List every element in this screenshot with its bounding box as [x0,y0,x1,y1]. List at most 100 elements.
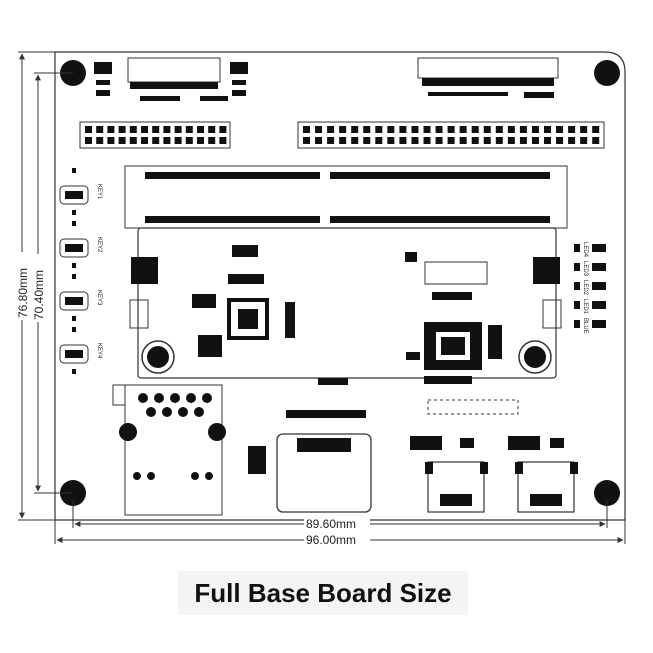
header-pin [459,137,467,144]
led-resistor [574,320,580,328]
board-outline [54,51,626,521]
header-pin [315,126,323,133]
key-pad [72,316,76,321]
header-pin [483,126,491,133]
key-switch-cap [65,350,83,358]
header-pin [423,126,431,133]
header-pin [363,137,371,144]
header-pin [556,137,564,144]
top-left-connector [94,57,248,101]
header-pin [387,137,395,144]
header-pin [531,126,539,133]
rj45-pin [178,407,188,417]
header-pin [85,137,92,144]
key-label: KEY1 [96,184,102,200]
header-pin [152,137,160,144]
key-switch [59,344,89,364]
header-pin [85,126,92,133]
key-label: KEY4 [96,343,102,359]
header-pin [141,126,148,133]
led [592,282,606,290]
pin-header-left [79,121,231,149]
header-pin [580,137,588,144]
ethernet-jack [112,384,226,516]
header-pin [185,137,193,144]
header-pin [483,137,491,144]
header-pin [519,137,527,144]
header-pin [592,137,600,144]
header-pin [152,126,160,133]
header-pin [363,126,371,133]
key-switch-cap [65,244,83,252]
led-label: BLUE [582,318,588,334]
rj45-pin [202,393,212,403]
header-pin [375,126,383,133]
rj45-pin [138,393,148,403]
header-pin [163,126,171,133]
led-label: LED2 [582,280,588,296]
header-pin [303,137,310,144]
header-pin [174,137,182,144]
header-pin [197,126,204,133]
dimension-lines [18,51,626,544]
header-pin [174,126,182,133]
key-pad [72,263,76,268]
pin-header-right [297,121,605,149]
module-components [192,245,502,384]
rj45-pin [186,393,196,403]
header-pin [399,137,407,144]
dim-width-inner: 89.60mm [306,517,356,531]
dim-width-outer: 96.00mm [306,533,356,547]
header-pin [544,137,551,144]
header-pin [96,137,104,144]
header-pin [351,126,359,133]
led [592,301,606,309]
header-pin [507,137,515,144]
header-pin [459,126,467,133]
header-pin [208,137,216,144]
header-pin [129,126,137,133]
header-pin [163,137,171,144]
header-pin [339,126,347,133]
header-pin [118,126,126,133]
header-pin [118,137,126,144]
header-pin [447,137,455,144]
header-pin [375,137,383,144]
header-pin [580,126,588,133]
key-pad [72,210,76,215]
led [592,263,606,271]
header-pin [339,137,347,144]
key-pad [72,221,76,226]
key-label: KEY2 [96,237,102,253]
led [592,320,606,328]
rj45-pin [194,407,204,417]
header-pin [219,137,227,144]
header-pin [544,126,551,133]
header-pin [435,126,443,133]
header-pin [495,126,503,133]
header-pin [303,126,310,133]
header-pin [568,137,576,144]
header-pin [96,126,104,133]
header-pin [507,126,515,133]
header-pin [435,137,443,144]
header-pin [185,126,193,133]
header-pin [351,137,359,144]
key-switch [59,291,89,311]
header-pin [315,137,323,144]
header-pin [197,137,204,144]
header-pin [387,126,395,133]
hdmi-connector [248,378,372,513]
header-pin [411,126,419,133]
key-pad [72,369,76,374]
dim-height-inner: 70.40mm [32,270,46,320]
header-pin [495,137,503,144]
led-resistor [574,282,580,290]
dim-height-outer: 76.80mm [16,268,30,318]
caption-title: Full Base Board Size [194,577,452,608]
header-pin [107,137,115,144]
header-pin [471,137,479,144]
